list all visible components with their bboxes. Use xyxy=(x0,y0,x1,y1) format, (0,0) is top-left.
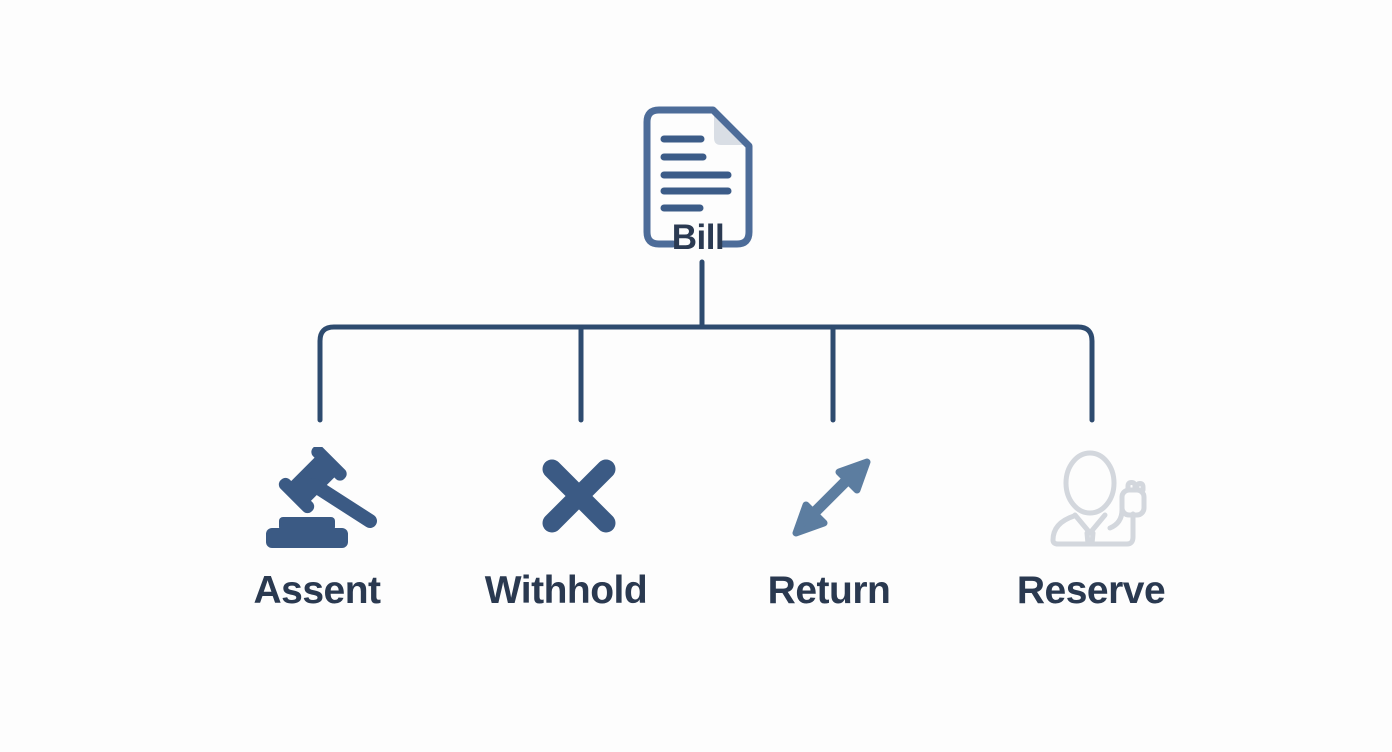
branch-connector xyxy=(317,259,1095,423)
person-hand xyxy=(1119,487,1147,518)
option-label-return: Return xyxy=(767,569,891,612)
person-head xyxy=(1063,450,1117,516)
person-finger-2 xyxy=(1134,481,1146,493)
person-inner-arm xyxy=(1107,507,1125,531)
person-collar xyxy=(1072,512,1108,536)
document-text-lines xyxy=(660,135,732,212)
option-label-reserve: Reserve xyxy=(1016,569,1166,612)
connector-bar xyxy=(317,324,1095,423)
option-label-assent: Assent xyxy=(253,569,381,612)
option-label-withhold: Withhold xyxy=(484,569,648,612)
person-tie xyxy=(1084,530,1096,547)
person-torso xyxy=(1050,511,1136,547)
bill-document-icon xyxy=(643,106,753,248)
gavel-icon xyxy=(266,447,377,548)
double-arrow-icon xyxy=(792,458,871,537)
document-outline xyxy=(643,106,753,248)
cross-icon xyxy=(542,459,616,533)
bill-node-label: Bill xyxy=(671,218,725,257)
person-icon xyxy=(1050,450,1147,547)
